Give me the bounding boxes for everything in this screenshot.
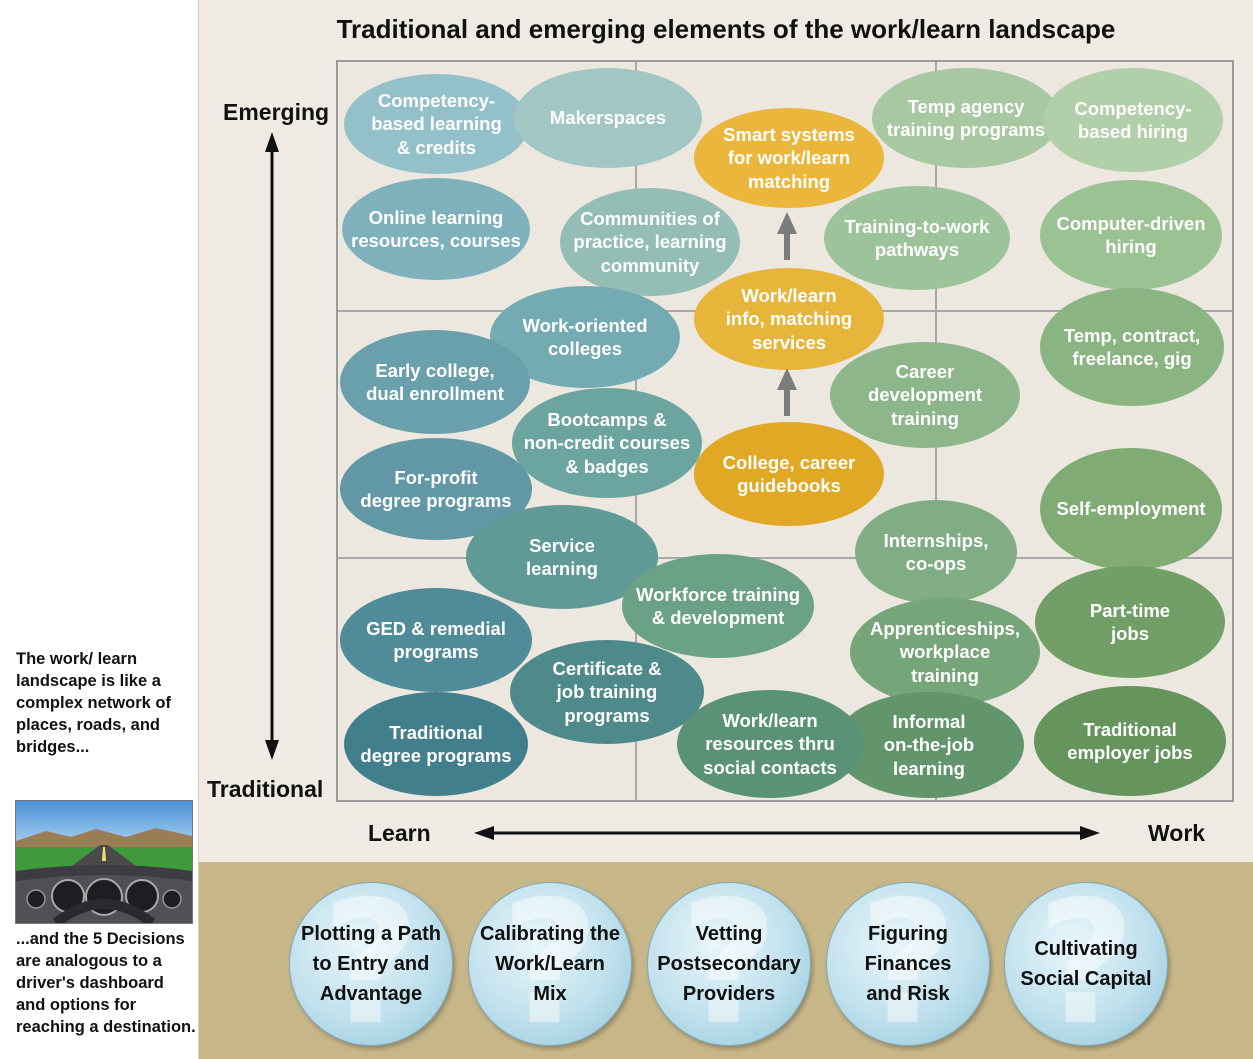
bubble-temp-contract-freelance: Temp, contract, freelance, gig — [1040, 288, 1224, 406]
grid-line-horizontal — [338, 557, 1232, 559]
question-mark-icon: ? — [679, 882, 779, 1046]
decision-label: Figuring Finances and Risk — [864, 923, 952, 1005]
dashboard-image — [16, 801, 192, 923]
bubble-part-time-jobs: Part-time jobs — [1035, 566, 1225, 678]
bubble-smart-systems: Smart systems for work/learn matching — [694, 108, 884, 208]
bubble-apprenticeships: Apprenticeships, workplace training — [850, 598, 1040, 706]
axis-label-learn: Learn — [368, 820, 431, 846]
decision-calibrating-mix[interactable]: ? Calibrating the Work/Learn Mix — [468, 882, 632, 1046]
bubble-training-to-work: Training-to-work pathways — [824, 186, 1010, 290]
decision-vetting-providers[interactable]: ? Vetting Postsecondary Providers — [647, 882, 811, 1046]
bubble-competency-based-learning: Competency- based learning & credits — [344, 74, 529, 174]
axis-label-traditional: Traditional — [207, 776, 324, 802]
bubble-college-career-guidebooks: College, career guidebooks — [694, 422, 884, 526]
horizontal-axis-arrow — [474, 826, 1100, 840]
bubble-early-college: Early college, dual enrollment — [340, 330, 530, 434]
bubble-computer-driven-hiring: Computer-driven hiring — [1040, 180, 1222, 290]
decision-cultivating-social-capital[interactable]: ? Cultivating Social Capital — [1004, 882, 1168, 1046]
sidebar-outro-text: ...and the 5 Decisions are analogous to … — [16, 930, 196, 1036]
bubble-work-learn-info: Work/learn info, matching services — [694, 268, 884, 370]
bubble-workforce-training: Workforce training & development — [622, 554, 814, 658]
bubble-bootcamps: Bootcamps & non-credit courses & badges — [512, 388, 702, 498]
up-arrow-lower — [777, 368, 797, 416]
question-mark-icon: ? — [858, 882, 958, 1046]
bubble-ged-remedial: GED & remedial programs — [340, 588, 532, 692]
bubble-self-employment: Self-employment — [1040, 448, 1222, 570]
vertical-axis-arrow — [265, 132, 279, 760]
axis-label-work: Work — [1148, 820, 1206, 846]
decision-plotting-a-path[interactable]: ? Plotting a Path to Entry and Advantage — [289, 882, 453, 1046]
axis-arrows — [265, 132, 1100, 840]
decision-label: Vetting Postsecondary Providers — [657, 923, 801, 1005]
bubble-internships-coops: Internships, co-ops — [855, 500, 1017, 604]
bubble-communities-of-practice: Communities of practice, learning commun… — [560, 188, 740, 296]
bubble-makerspaces: Makerspaces — [514, 68, 702, 168]
question-mark-icon: ? — [500, 882, 600, 1046]
bubble-career-development: Career development training — [830, 342, 1020, 448]
sidebar-intro-text: The work/ learn landscape is like a comp… — [16, 650, 171, 756]
bubble-traditional-degree: Traditional degree programs — [344, 692, 528, 796]
bubble-temp-agency-training: Temp agency training programs — [872, 68, 1060, 168]
decision-label: Cultivating Social Capital — [1020, 938, 1152, 990]
decision-label: Plotting a Path to Entry and Advantage — [301, 923, 441, 1005]
axis-label-emerging: Emerging — [223, 99, 330, 125]
bubble-certificate-job-training: Certificate & job training programs — [510, 640, 704, 744]
diagram-title: Traditional and emerging elements of the… — [336, 14, 1116, 44]
bubble-online-learning: Online learning resources, courses — [342, 178, 530, 280]
sidebar: The work/ learn landscape is like a comp… — [0, 0, 199, 1059]
bubble-traditional-employer-jobs: Traditional employer jobs — [1034, 686, 1226, 796]
decision-figuring-finances[interactable]: ? Figuring Finances and Risk — [826, 882, 990, 1046]
decision-label: Calibrating the Work/Learn Mix — [479, 923, 620, 1005]
up-arrow-upper — [777, 212, 797, 260]
bubble-social-contacts: Work/learn resources thru social contact… — [677, 690, 863, 798]
question-mark-icon: ? — [321, 882, 421, 1046]
question-mark-icon: ? — [1036, 882, 1136, 1046]
bubble-informal-on-the-job: Informal on-the-job learning — [834, 692, 1024, 798]
dashboard-illustration — [15, 800, 193, 924]
bubble-competency-based-hiring: Competency- based hiring — [1043, 68, 1223, 172]
